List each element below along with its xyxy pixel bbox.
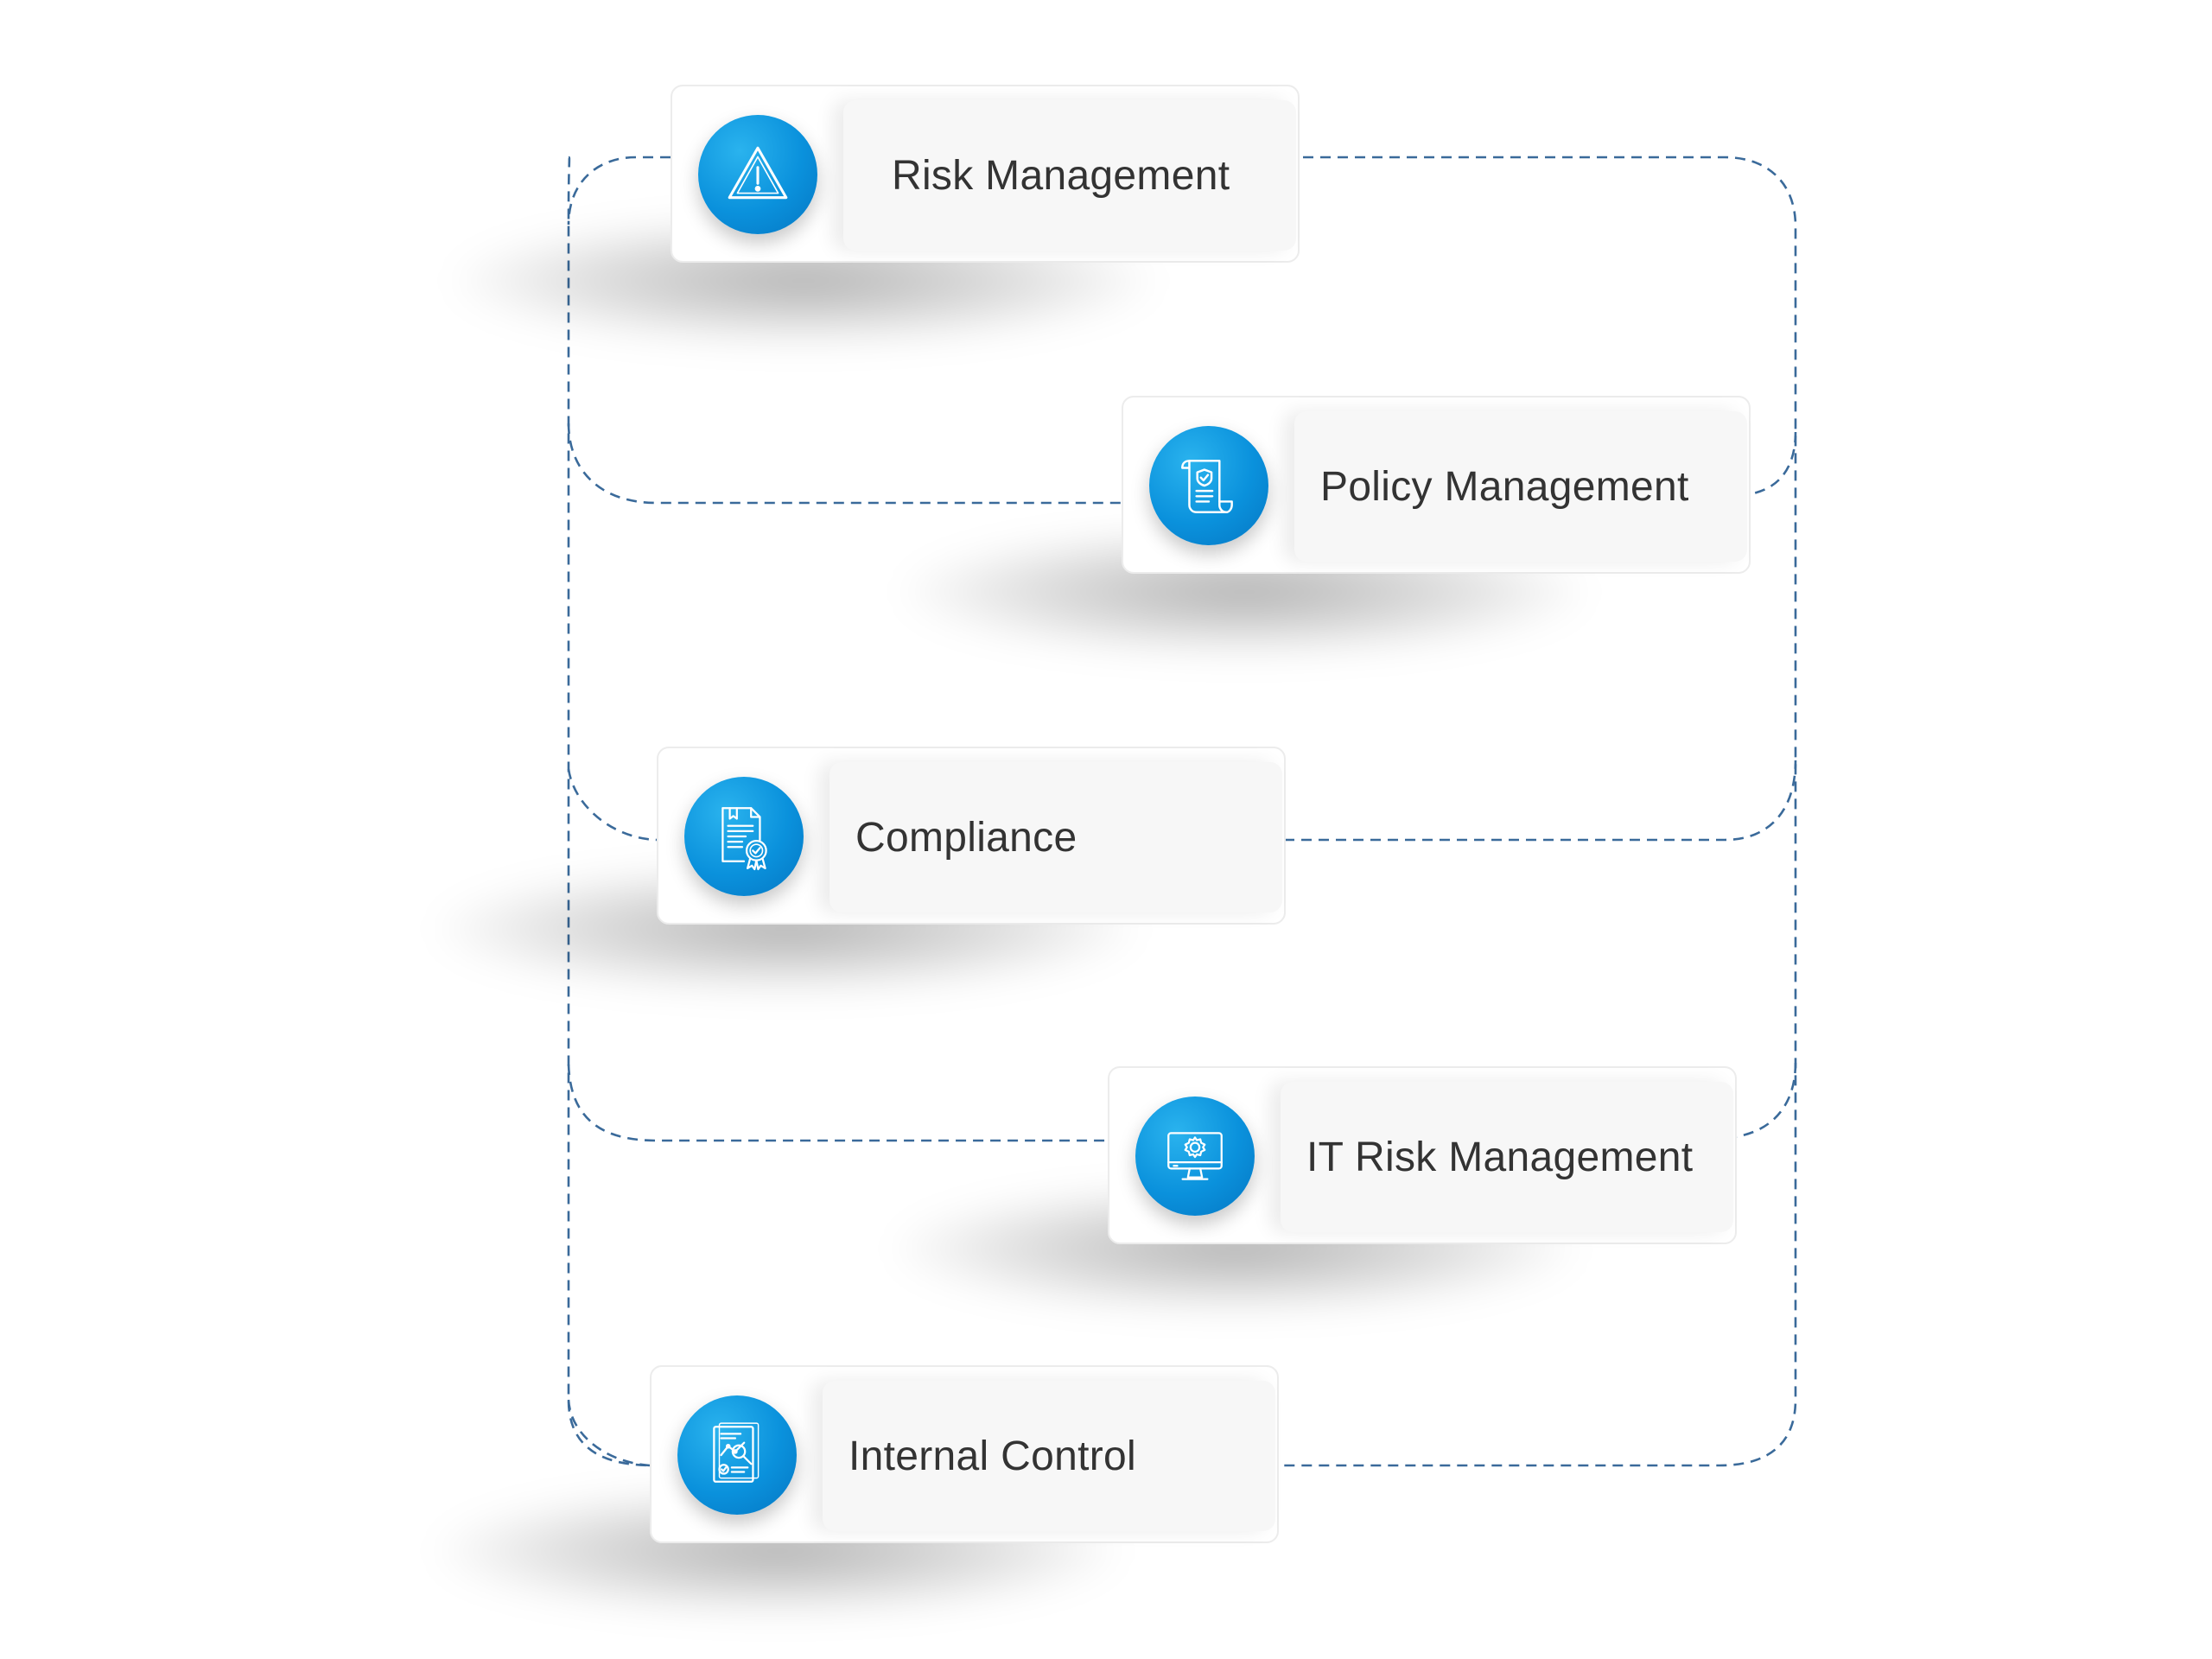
policy-right-link (1748, 431, 1797, 496)
node-label-box: IT Risk Management (1281, 1082, 1733, 1232)
it-risk-left-link (567, 1064, 1108, 1142)
node-label: IT Risk Management (1306, 1134, 1694, 1180)
left-trunk-line (567, 156, 656, 1467)
right-trunk-line (1279, 156, 1797, 1467)
report-magnifier-icon (677, 1395, 797, 1515)
certificate-document-icon (684, 777, 804, 896)
node-label-box: Policy Management (1294, 411, 1747, 562)
node-it-risk-management[interactable]: IT Risk Management (1108, 1066, 1737, 1244)
node-label-box: Compliance (830, 762, 1282, 912)
node-label: Risk Management (892, 152, 1230, 199)
node-label-box: Risk Management (843, 100, 1296, 251)
it-risk-right-link (1732, 1062, 1797, 1139)
node-risk-management[interactable]: Risk Management (671, 85, 1300, 263)
node-internal-control[interactable]: Internal Control (650, 1365, 1279, 1543)
risk-left-link (567, 156, 671, 226)
node-policy-management[interactable]: Policy Management (1122, 396, 1751, 574)
node-label: Internal Control (849, 1433, 1136, 1479)
node-label-box: Internal Control (823, 1381, 1275, 1531)
policy-scroll-icon (1149, 426, 1268, 545)
node-label: Policy Management (1320, 463, 1689, 510)
policy-left-link (567, 423, 1122, 505)
internal-control-left-link (567, 1399, 651, 1467)
compliance-right-link (1284, 760, 1797, 842)
node-compliance[interactable]: Compliance (657, 747, 1286, 925)
compliance-left-link (567, 768, 658, 842)
monitor-gear-icon (1135, 1096, 1255, 1216)
warning-triangle-icon (698, 115, 817, 234)
node-label: Compliance (855, 814, 1077, 861)
